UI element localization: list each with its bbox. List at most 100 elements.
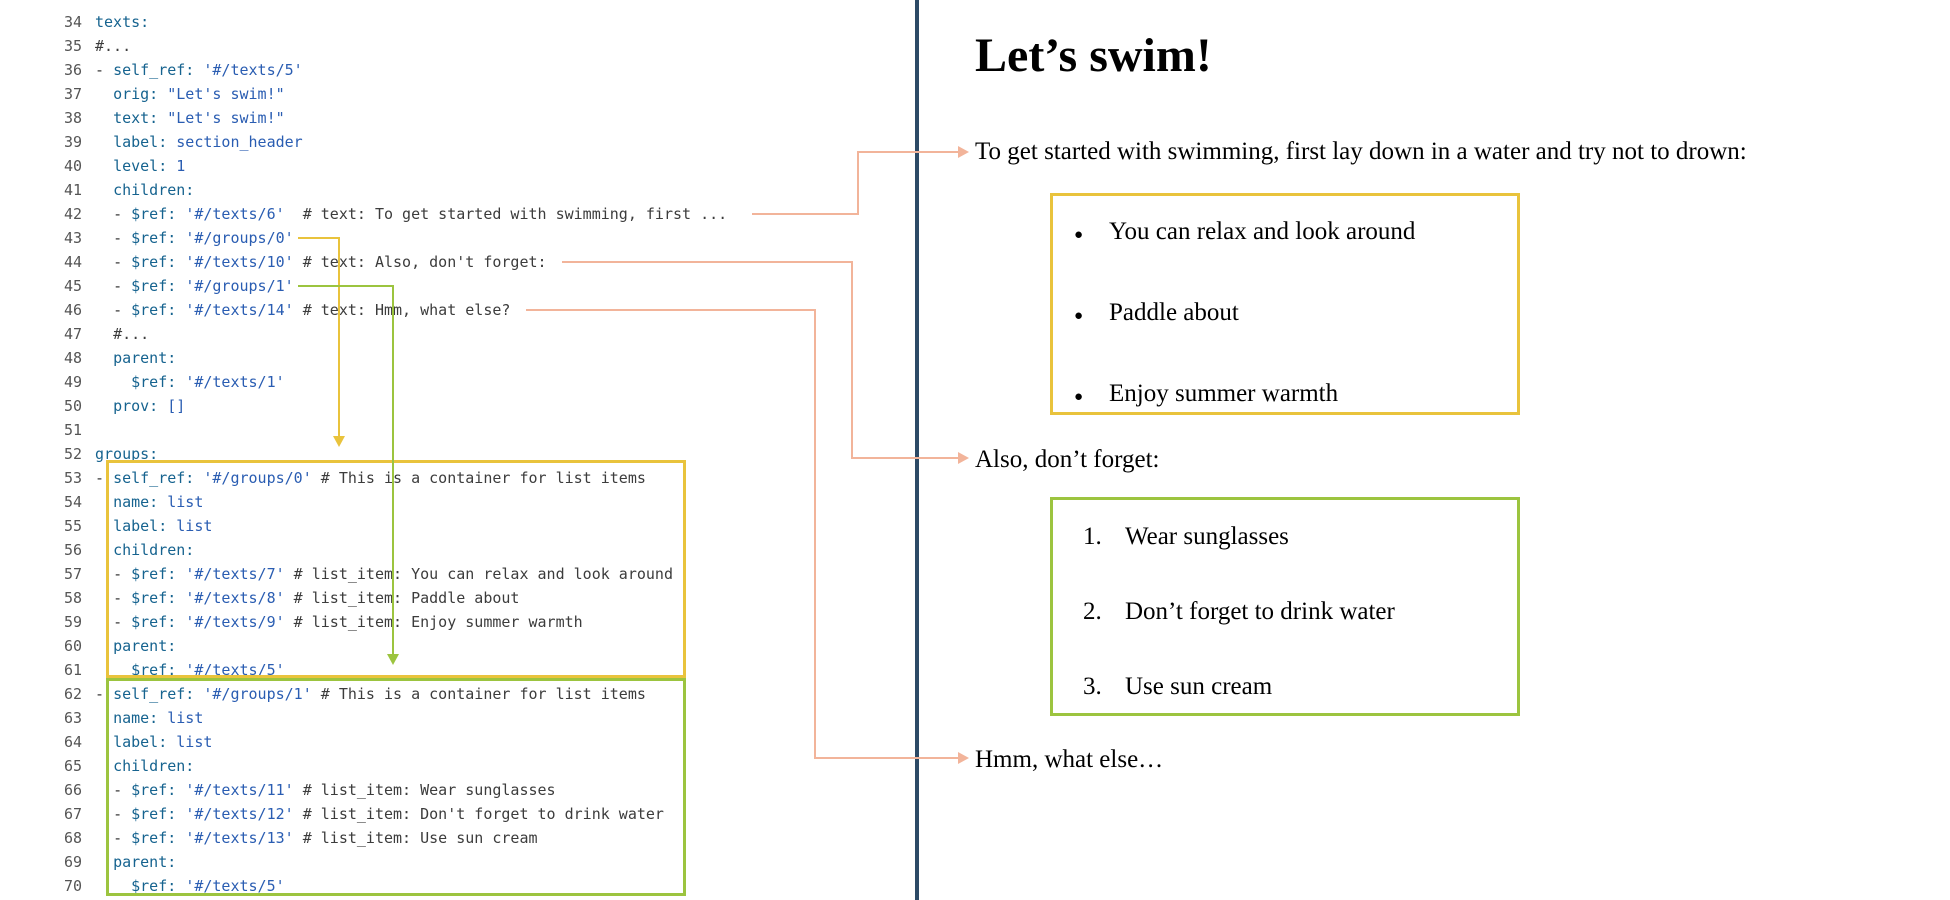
third-paragraph: Hmm, what else… bbox=[975, 746, 1164, 773]
line-number: 51 bbox=[63, 421, 82, 439]
code-token: level: bbox=[113, 157, 177, 175]
code-token: "Let's swim!" bbox=[167, 85, 285, 103]
code-line-66[interactable]: 66 - $ref: '#/texts/11' # list_item: Wea… bbox=[0, 778, 915, 802]
list-item-text: Don’t forget to drink water bbox=[1125, 598, 1395, 625]
code-line-67[interactable]: 67 - $ref: '#/texts/12' # list_item: Don… bbox=[0, 802, 915, 826]
line-number: 41 bbox=[63, 181, 82, 199]
code-line-55[interactable]: 55 label: list bbox=[0, 514, 915, 538]
code-line-60[interactable]: 60 parent: bbox=[0, 634, 915, 658]
code-line-43[interactable]: 43 - $ref: '#/groups/0' bbox=[0, 226, 915, 250]
code-token: list bbox=[167, 493, 204, 511]
line-number: 60 bbox=[63, 637, 82, 655]
line-number: 44 bbox=[63, 253, 82, 271]
code-line-38[interactable]: 38 text: "Let's swim!" bbox=[0, 106, 915, 130]
code-token: orig: bbox=[113, 85, 168, 103]
code-token: # list_item: Don't forget to drink water bbox=[293, 805, 664, 823]
code-line-40[interactable]: 40 level: 1 bbox=[0, 154, 915, 178]
code-line-63[interactable]: 63 name: list bbox=[0, 706, 915, 730]
code-token: name: bbox=[113, 493, 168, 511]
code-line-text: #... bbox=[95, 34, 131, 58]
code-token: children: bbox=[113, 541, 195, 559]
code-line-text: - $ref: '#/texts/10' # text: Also, don't… bbox=[95, 250, 547, 274]
code-line-70[interactable]: 70 $ref: '#/texts/5' bbox=[0, 874, 915, 898]
code-token: texts: bbox=[95, 13, 150, 31]
bullet-list: ● You can relax and look around● Paddle ab… bbox=[1074, 215, 1517, 414]
line-number: 65 bbox=[63, 757, 82, 775]
list-item-text: You can relax and look around bbox=[1109, 218, 1416, 245]
code-token: '#/texts/7' bbox=[185, 565, 285, 583]
code-line-52[interactable]: 52 groups: bbox=[0, 442, 915, 466]
code-token bbox=[95, 157, 113, 175]
code-token bbox=[95, 325, 113, 343]
code-line-51[interactable]: 51 bbox=[0, 418, 915, 442]
arrow-segment bbox=[298, 237, 340, 239]
code-token: "Let's swim!" bbox=[167, 109, 285, 127]
code-token: '#/texts/5' bbox=[185, 877, 285, 895]
code-line-49[interactable]: 49 $ref: '#/texts/1' bbox=[0, 370, 915, 394]
code-token: - bbox=[113, 781, 132, 799]
list-item-text: Wear sunglasses bbox=[1125, 523, 1289, 550]
code-line-48[interactable]: 48 parent: bbox=[0, 346, 915, 370]
number-marker: 3. bbox=[1083, 673, 1102, 700]
code-token: groups: bbox=[95, 445, 159, 463]
line-number: 55 bbox=[63, 517, 82, 535]
second-paragraph: Also, don’t forget: bbox=[975, 446, 1160, 473]
code-line-57[interactable]: 57 - $ref: '#/texts/7' # list_item: You … bbox=[0, 562, 915, 586]
code-line-37[interactable]: 37 orig: "Let's swim!" bbox=[0, 82, 915, 106]
code-line-65[interactable]: 65 children: bbox=[0, 754, 915, 778]
code-line-text: - $ref: '#/texts/13' # list_item: Use su… bbox=[95, 826, 538, 850]
code-line-41[interactable]: 41 children: bbox=[0, 178, 915, 202]
code-line-69[interactable]: 69 parent: bbox=[0, 850, 915, 874]
numbered-list-item: 3.Use sun cream bbox=[1083, 670, 1517, 704]
bullet-marker-icon: ● bbox=[1074, 227, 1084, 243]
arrow-segment bbox=[851, 261, 853, 459]
code-token: $ref: bbox=[131, 301, 186, 319]
code-token: children: bbox=[113, 757, 195, 775]
code-line-53[interactable]: 53- self_ref: '#/groups/0' # This is a c… bbox=[0, 466, 915, 490]
code-line-39[interactable]: 39 label: section_header bbox=[0, 130, 915, 154]
code-line-44[interactable]: 44 - $ref: '#/texts/10' # text: Also, do… bbox=[0, 250, 915, 274]
code-line-59[interactable]: 59 - $ref: '#/texts/9' # list_item: Enjo… bbox=[0, 610, 915, 634]
code-token bbox=[95, 109, 113, 127]
line-number: 36 bbox=[63, 61, 82, 79]
code-line-text: $ref: '#/texts/5' bbox=[95, 874, 285, 898]
line-number: 68 bbox=[63, 829, 82, 847]
code-token: '#/texts/9' bbox=[185, 613, 285, 631]
code-token bbox=[95, 301, 113, 319]
code-token: self_ref: bbox=[113, 685, 204, 703]
code-line-35[interactable]: 35#... bbox=[0, 34, 915, 58]
code-line-56[interactable]: 56 children: bbox=[0, 538, 915, 562]
code-line-text: - $ref: '#/texts/7' # list_item: You can… bbox=[95, 562, 673, 586]
code-line-36[interactable]: 36- self_ref: '#/texts/5' bbox=[0, 58, 915, 82]
bullet-list-item: ● You can relax and look around bbox=[1074, 215, 1517, 252]
arrow-segment bbox=[814, 309, 816, 759]
code-line-50[interactable]: 50 prov: [] bbox=[0, 394, 915, 418]
code-line-62[interactable]: 62- self_ref: '#/groups/1' # This is a c… bbox=[0, 682, 915, 706]
code-token: - bbox=[95, 469, 114, 487]
code-line-61[interactable]: 61 $ref: '#/texts/5' bbox=[0, 658, 915, 682]
list-item-text: Paddle about bbox=[1109, 299, 1239, 326]
code-line-54[interactable]: 54 name: list bbox=[0, 490, 915, 514]
code-line-text: groups: bbox=[95, 442, 158, 466]
code-token: # list_item: Use sun cream bbox=[293, 829, 538, 847]
code-line-64[interactable]: 64 label: list bbox=[0, 730, 915, 754]
code-token: $ref: bbox=[131, 781, 186, 799]
line-number: 52 bbox=[63, 445, 82, 463]
code-line-text: - self_ref: '#/groups/0' # This is a con… bbox=[95, 466, 646, 490]
code-line-47[interactable]: 47 #... bbox=[0, 322, 915, 346]
code-line-58[interactable]: 58 - $ref: '#/texts/8' # list_item: Padd… bbox=[0, 586, 915, 610]
code-token: - bbox=[113, 829, 132, 847]
code-token: - bbox=[113, 253, 132, 271]
code-line-46[interactable]: 46 - $ref: '#/texts/14' # text: Hmm, wha… bbox=[0, 298, 915, 322]
code-token: - bbox=[113, 205, 132, 223]
code-line-45[interactable]: 45 - $ref: '#/groups/1' bbox=[0, 274, 915, 298]
line-number: 54 bbox=[63, 493, 82, 511]
code-line-42[interactable]: 42 - $ref: '#/texts/6' # text: To get st… bbox=[0, 202, 915, 226]
line-number: 59 bbox=[63, 613, 82, 631]
arrow-segment bbox=[851, 457, 960, 459]
groups0-highlight-box bbox=[106, 460, 686, 678]
number-marker: 1. bbox=[1083, 523, 1102, 550]
code-line-68[interactable]: 68 - $ref: '#/texts/13' # list_item: Use… bbox=[0, 826, 915, 850]
